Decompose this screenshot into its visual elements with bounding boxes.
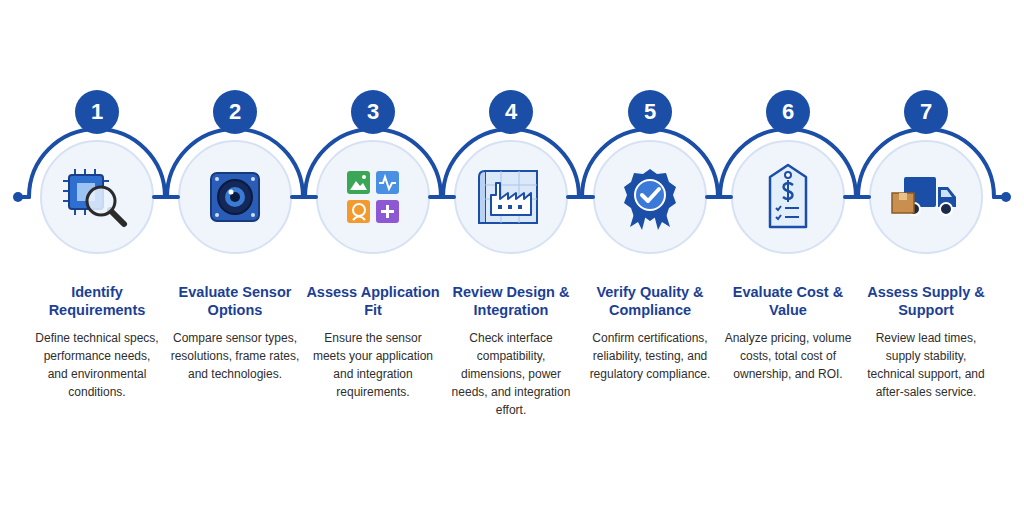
step-number: 4 bbox=[505, 101, 517, 123]
step-circle: Review Design & IntegrationCheck interfa… bbox=[454, 140, 568, 254]
step-title: Evaluate Cost & Value bbox=[718, 283, 858, 319]
step-circle: Identify RequirementsDefine technical sp… bbox=[40, 140, 154, 254]
step-circle: Assess Supply & SupportReview lead times… bbox=[869, 140, 983, 254]
step-description: Check interface compatibility, dimension… bbox=[446, 329, 576, 419]
step-number: 1 bbox=[91, 101, 103, 123]
step-title: Assess Application Fit bbox=[303, 283, 443, 319]
step-circle: Verify Quality & ComplianceConfirm certi… bbox=[593, 140, 707, 254]
step-number: 2 bbox=[229, 101, 241, 123]
timeline-connector bbox=[154, 195, 178, 199]
step-title: Evaluate Sensor Options bbox=[165, 283, 305, 319]
step-description: Confirm certifications, reliability, tes… bbox=[585, 329, 715, 383]
timeline-connector bbox=[707, 195, 731, 199]
step-title: Review Design & Integration bbox=[441, 283, 581, 319]
step-number-badge: 2 bbox=[213, 90, 257, 134]
step-number-badge: 3 bbox=[351, 90, 395, 134]
step-title: Assess Supply & Support bbox=[856, 283, 996, 319]
step-number-badge: 7 bbox=[904, 90, 948, 134]
step-circle: Assess Application FitEnsure the sensor … bbox=[316, 140, 430, 254]
timeline-connector bbox=[568, 195, 593, 199]
step-title: Identify Requirements bbox=[27, 283, 167, 319]
step-number-badge: 1 bbox=[75, 90, 119, 134]
step-description: Analyze pricing, volume costs, total cos… bbox=[723, 329, 853, 383]
step-number-badge: 5 bbox=[628, 90, 672, 134]
step-circle: Evaluate Cost & ValueAnalyze pricing, vo… bbox=[731, 140, 845, 254]
timeline-connector bbox=[430, 195, 454, 199]
step-description: Review lead times, supply stability, tec… bbox=[861, 329, 991, 401]
step-number-badge: 6 bbox=[766, 90, 810, 134]
step-number: 6 bbox=[782, 101, 794, 123]
timeline-connector bbox=[292, 195, 316, 199]
step-number: 7 bbox=[920, 101, 932, 123]
timeline-connector bbox=[845, 195, 869, 199]
step-number-badge: 4 bbox=[489, 90, 533, 134]
step-description: Ensure the sensor meets your application… bbox=[308, 329, 438, 401]
step-description: Compare sensor types, resolutions, frame… bbox=[170, 329, 300, 383]
step-number: 3 bbox=[367, 101, 379, 123]
step-description: Define technical specs, performance need… bbox=[32, 329, 162, 401]
step-title: Verify Quality & Compliance bbox=[580, 283, 720, 319]
step-circle: Evaluate Sensor OptionsCompare sensor ty… bbox=[178, 140, 292, 254]
step-number: 5 bbox=[644, 101, 656, 123]
